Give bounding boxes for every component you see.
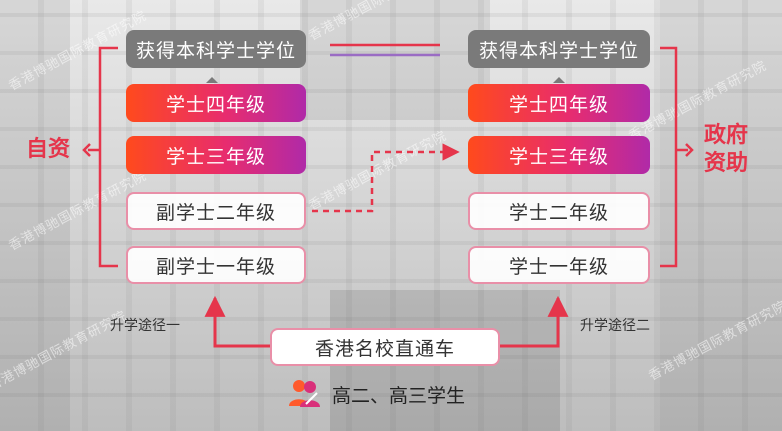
left-degree-box: 获得本科学士学位 — [126, 30, 306, 68]
background-building-center — [300, 0, 490, 120]
transfer-arrow — [312, 143, 460, 213]
right-year1-box: 学士一年级 — [468, 246, 650, 284]
left-year4-box: 学士四年级 — [126, 84, 306, 122]
left-bracket-arrow — [82, 143, 91, 157]
left-year3-box: 学士三年级 — [126, 136, 306, 174]
path-two-arrow — [500, 295, 569, 348]
background-building-left — [0, 0, 70, 431]
government-funded-label-line2: 资助 — [703, 151, 748, 176]
left-year2-box: 副学士二年级 — [126, 192, 306, 230]
self-funded-label: 自资 — [25, 137, 70, 162]
stack-notch — [553, 77, 565, 83]
path-one-label: 升学途径一 — [110, 318, 180, 334]
path-one-arrow — [204, 295, 270, 348]
path-two-label: 升学途径二 — [580, 318, 650, 334]
right-year2-box: 学士二年级 — [468, 192, 650, 230]
government-funded-label: 政府 资助 — [696, 122, 756, 178]
right-bracket-arrow — [685, 143, 694, 157]
left-year1-box: 副学士一年级 — [126, 246, 306, 284]
right-year3-box: 学士三年级 — [468, 136, 650, 174]
students-icon — [288, 378, 322, 408]
right-year4-box: 学士四年级 — [468, 84, 650, 122]
left-bracket — [98, 46, 118, 268]
direct-admission-box: 香港名校直通车 — [270, 328, 500, 366]
background-building-right — [660, 0, 782, 431]
government-funded-label-line1: 政府 — [703, 123, 748, 148]
right-bracket — [660, 46, 678, 268]
stack-notch — [206, 77, 218, 83]
students-label: 高二、高三学生 — [332, 385, 466, 407]
right-degree-box: 获得本科学士学位 — [468, 30, 650, 68]
